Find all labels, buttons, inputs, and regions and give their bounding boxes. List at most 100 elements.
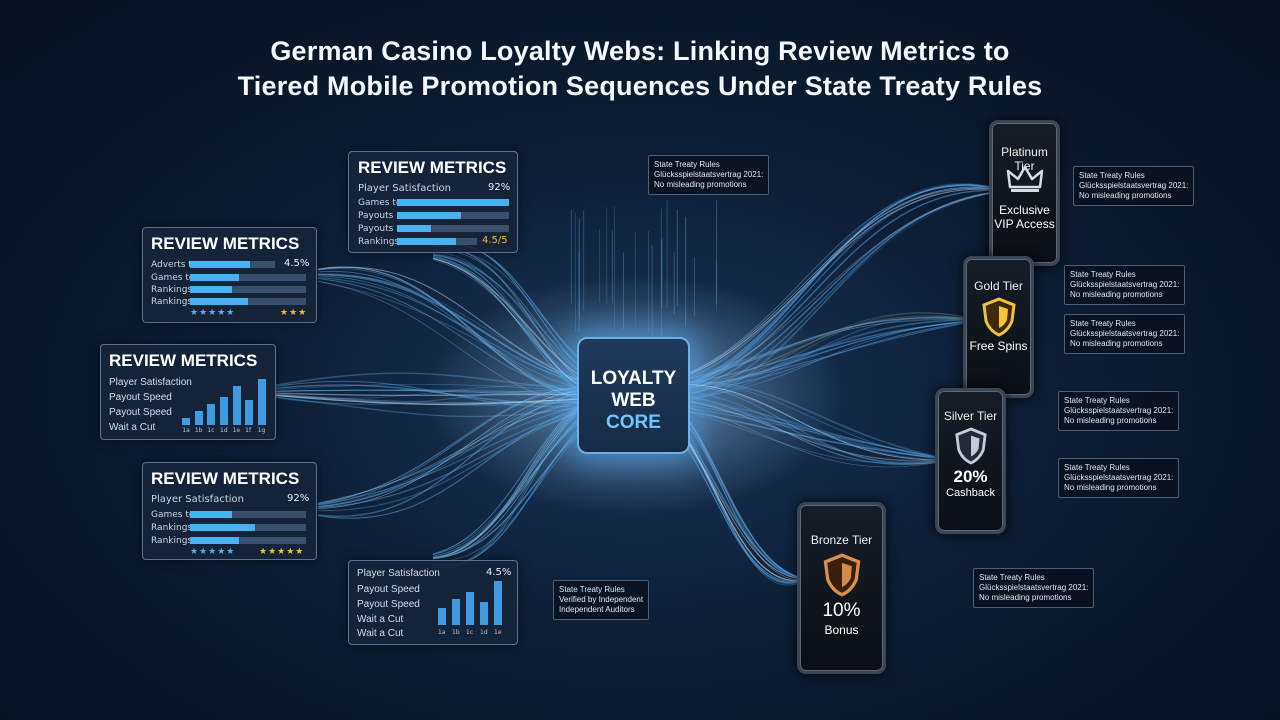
note-line: No misleading promotions (1070, 290, 1163, 299)
crown-icon (992, 163, 1057, 199)
metric-bar-fill (397, 212, 461, 219)
metric-value: 4.5% (486, 567, 512, 578)
note-line: State Treaty Rules (1079, 171, 1145, 180)
metric-label: Adverts to (151, 260, 198, 270)
tier-name: Silver Tier (943, 409, 998, 423)
metric-bar (190, 524, 306, 531)
metric-bar (190, 274, 306, 281)
chart-tick-label: 1f (245, 427, 252, 434)
metric-bar-fill (190, 511, 232, 518)
flow-strand (275, 392, 635, 397)
panel-heading: REVIEW METRICS (358, 158, 507, 177)
review-metrics-panel-top: REVIEW METRICS Player Satisfaction 92% G… (348, 151, 518, 253)
metric-bar (397, 199, 509, 206)
chart-tick-label: 1a (438, 629, 446, 636)
flow-strand (633, 185, 991, 390)
metric-label: Player Satisfaction (357, 568, 440, 579)
chart-bar (480, 602, 488, 625)
note-line: Independent Auditors (559, 605, 635, 614)
tier-name: Gold Tier (974, 279, 1023, 293)
chart-tick-label: 1e (494, 629, 502, 636)
metric-label: Rankings (151, 297, 193, 307)
metric-label: Wait a Cut (357, 628, 404, 639)
chart-tick-label: 1c (207, 427, 215, 434)
flow-strand (275, 372, 635, 395)
chart-tick-label: 1c (466, 629, 474, 636)
metric-bar (190, 537, 306, 544)
metric-label: Games to (358, 198, 402, 208)
metric-label: Rankings (151, 285, 193, 295)
chart-bar (438, 608, 446, 625)
panel-heading: REVIEW METRICS (151, 469, 300, 488)
metric-bar (397, 225, 509, 232)
review-metrics-panel-c: REVIEW METRICS Player Satisfaction 92% G… (142, 462, 317, 560)
metric-label: Rankings (151, 536, 193, 546)
metric-bar (190, 511, 306, 518)
page-title: German Casino Loyalty Webs: Linking Revi… (0, 34, 1280, 104)
flow-strand (633, 193, 991, 402)
metric-label: Payouts (358, 211, 394, 221)
flow-strand (275, 394, 635, 406)
note-line: Glücksspielstaatsvertrag 2021: (1070, 329, 1180, 338)
shield-icon (938, 427, 1003, 469)
note-line: State Treaty Rules (1064, 463, 1130, 472)
metric-bar-fill (190, 286, 232, 293)
tier-benefit-line-2: Bonus (824, 623, 859, 637)
flow-strand (633, 187, 991, 390)
review-metrics-panel-a: REVIEW METRICS Adverts to 4.5% Games to … (142, 227, 317, 323)
metric-bar-fill (190, 261, 250, 268)
metric-bar (190, 298, 306, 305)
metric-bar-fill (397, 225, 431, 232)
metric-bar (397, 238, 477, 245)
chart-bar (194, 411, 203, 425)
tier-benefit-line-2: VIP Access (994, 217, 1055, 231)
flow-strand (633, 192, 991, 397)
phone-platinum-tier: Platinum Tier Exclusive VIP Access (989, 120, 1060, 266)
flow-strand (275, 394, 635, 405)
note-line: Glücksspielstaatsvertrag 2021: (1070, 280, 1180, 289)
chart-bar (494, 581, 502, 625)
bar-chart (180, 379, 268, 425)
treaty-note-silver-a: State Treaty Rules Glücksspielstaatsvert… (1058, 391, 1180, 431)
metric-label: Payout Speed (109, 407, 172, 418)
review-metrics-panel-b: REVIEW METRICS Player Satisfaction Payou… (100, 344, 276, 440)
metric-value: 92% (287, 493, 310, 504)
note-line: Glücksspielstaatsvertrag 2021: (654, 170, 764, 179)
metric-bar (190, 261, 275, 268)
metric-label: Wait a Cut (357, 614, 404, 625)
note-line: Glücksspielstaatsvertrag 2021: (1064, 406, 1174, 415)
rating-value: 4.5/5 (482, 235, 508, 246)
metric-bar-fill (190, 274, 239, 281)
note-line: Glücksspielstaatsvertrag 2021: (979, 583, 1089, 592)
phone-bronze-tier: Bronze Tier 10% Bonus (797, 502, 886, 674)
note-line: Verified by Independent (559, 595, 644, 604)
rating-stars: ★★★ (280, 308, 308, 318)
note-line: No misleading promotions (654, 180, 747, 189)
flow-strand (633, 186, 991, 397)
flow-strand (275, 383, 635, 395)
phone-silver-tier: Silver Tier 20% Cashback (935, 388, 1006, 534)
core-line-1: LOYALTY (590, 368, 677, 389)
shield-icon (966, 297, 1031, 341)
chart-tick-label: 1d (480, 629, 488, 636)
flow-strand (275, 384, 635, 404)
flow-strand (275, 389, 635, 396)
chart-tick-label: 1a (182, 427, 190, 434)
note-line: Glücksspielstaatsvertrag 2021: (1064, 473, 1174, 482)
flow-strand (633, 184, 991, 397)
metric-bar-fill (190, 537, 239, 544)
note-line: No misleading promotions (1064, 483, 1157, 492)
note-line: No misleading promotions (1079, 191, 1172, 200)
flow-strand (633, 183, 991, 395)
tier-benefit-line-1: Free Spins (969, 339, 1028, 353)
flow-strand (275, 389, 635, 396)
flow-strand (275, 380, 635, 408)
note-line: State Treaty Rules (654, 160, 720, 169)
flow-strand (633, 192, 991, 394)
core-line-3: CORE (606, 412, 661, 433)
metric-bar-fill (397, 238, 457, 245)
shield-icon (800, 553, 883, 601)
loyalty-web-core: LOYALTY WEB CORE (577, 337, 690, 454)
